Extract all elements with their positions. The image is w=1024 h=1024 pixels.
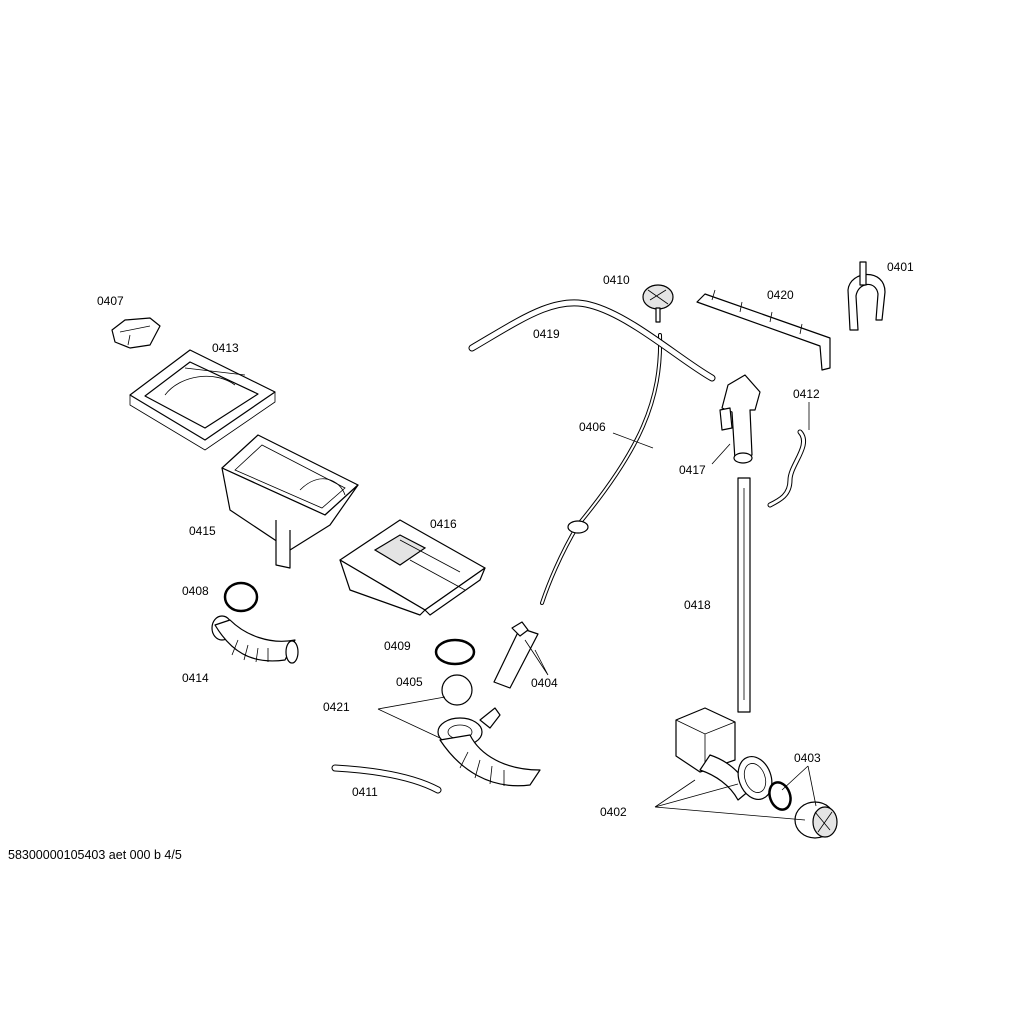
part-label-0409[interactable]: 0409 (384, 639, 411, 653)
part-label-0420[interactable]: 0420 (767, 288, 794, 302)
part-label-0418[interactable]: 0418 (684, 598, 711, 612)
part-0405-ball (441, 674, 473, 706)
part-0412-hose (767, 429, 806, 508)
part-label-0411[interactable]: 0411 (352, 785, 378, 799)
part-label-0403[interactable]: 0403 (794, 751, 821, 765)
part-label-0417[interactable]: 0417 (679, 463, 706, 477)
part-0406-pressure-tube (540, 333, 663, 605)
part-label-0406[interactable]: 0406 (579, 420, 606, 434)
part-0417-air-chamber (719, 374, 761, 464)
part-0410-pressure-switch (642, 284, 674, 323)
leader-lines (377, 402, 817, 821)
part-0413-dispenser-frame (129, 349, 276, 451)
part-label-0410[interactable]: 0410 (603, 273, 630, 287)
part-label-0401[interactable]: 0401 (887, 260, 914, 274)
part-label-0419[interactable]: 0419 (533, 327, 560, 341)
part-0402-drain-pump (675, 707, 773, 801)
part-0408-seal-ring (223, 581, 259, 613)
part-label-0407[interactable]: 0407 (97, 294, 124, 308)
part-0414-bellows-hose (211, 615, 299, 664)
part-label-0421[interactable]: 0421 (323, 700, 350, 714)
part-label-0405[interactable]: 0405 (396, 675, 423, 689)
part-0407-clip (111, 317, 161, 349)
part-label-0412[interactable]: 0412 (793, 387, 820, 401)
part-0416-drawer-housing (339, 519, 486, 616)
part-label-0413[interactable]: 0413 (212, 341, 239, 355)
drawing-reference-footer: 58300000105403 aet 000 b 4/5 (8, 848, 182, 862)
part-0411-hose (331, 764, 442, 794)
part-0420-wire-rail (696, 289, 831, 371)
part-0418-hose (737, 477, 751, 713)
part-label-0402[interactable]: 0402 (600, 805, 627, 819)
part-0401-hose-bracket (847, 261, 886, 331)
part-label-0414[interactable]: 0414 (182, 671, 209, 685)
part-0403-filter (768, 781, 838, 839)
part-0421-sump-hose (437, 707, 541, 787)
part-0415-detergent-drawer (221, 434, 359, 569)
part-label-0404[interactable]: 0404 (531, 676, 558, 690)
part-0409-seal-ring (434, 638, 476, 666)
part-label-0415[interactable]: 0415 (189, 524, 216, 538)
part-label-0416[interactable]: 0416 (430, 517, 457, 531)
part-label-0408[interactable]: 0408 (182, 584, 209, 598)
part-0419-hose (468, 299, 716, 382)
